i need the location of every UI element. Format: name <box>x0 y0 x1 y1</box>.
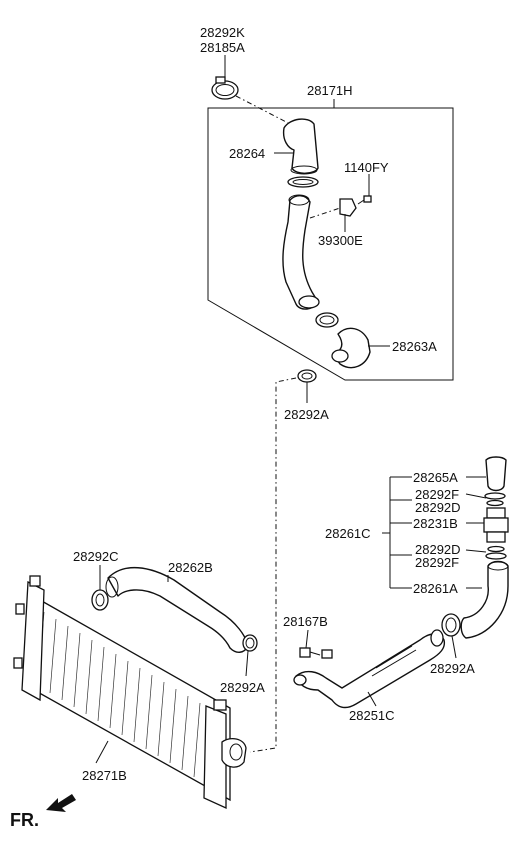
label-28167B: 28167B <box>283 614 328 629</box>
clamp-28263A-upper[interactable] <box>315 312 339 328</box>
hose-28264[interactable] <box>282 118 319 175</box>
label-28262B: 28262B <box>168 560 213 575</box>
hose-28262B[interactable] <box>105 566 249 653</box>
label-28292A-mid: 28292A <box>220 680 265 695</box>
clamp-28292K[interactable] <box>211 76 293 126</box>
clamp-28292F-upper[interactable] <box>484 492 506 500</box>
label-28292A-top: 28292A <box>284 407 329 422</box>
sensor-39300E[interactable] <box>309 198 357 219</box>
label-28251C: 28251C <box>349 708 395 723</box>
ring-28292D-lower[interactable] <box>487 545 505 553</box>
clamp-28292A-mid[interactable] <box>242 634 258 652</box>
intercooler-fins <box>37 611 201 778</box>
front-direction-indicator: FR. <box>10 794 76 830</box>
label-28231B: 28231B <box>413 516 458 531</box>
label-28292K: 28292K <box>200 25 245 40</box>
pipe-28231B[interactable] <box>483 507 509 543</box>
front-arrow-icon <box>46 794 76 812</box>
label-28292F-a: 28292F <box>415 487 459 502</box>
label-28261C: 28261C <box>325 526 371 541</box>
clamp-28292C[interactable] <box>91 589 109 611</box>
front-label: FR. <box>10 810 39 830</box>
clamp-28292F-lower[interactable] <box>485 552 507 560</box>
label-28292C: 28292C <box>73 549 119 564</box>
ring-28292D-upper[interactable] <box>486 499 504 507</box>
clamp-28292A-top[interactable] <box>297 369 317 383</box>
label-28292D-a: 28292D <box>415 500 461 515</box>
hose-28265A[interactable] <box>485 456 507 492</box>
pipe-28251C[interactable] <box>293 629 446 709</box>
clamp-28292A-right[interactable] <box>441 613 461 637</box>
label-28292A-right: 28292A <box>430 661 475 676</box>
label-28271B: 28271B <box>82 768 127 783</box>
label-28171H: 28171H <box>307 83 353 98</box>
label-28292F-b: 28292F <box>415 555 459 570</box>
label-28264: 28264 <box>229 146 265 161</box>
hose-28263A[interactable] <box>331 327 371 369</box>
assembly-frame-28171H <box>207 107 454 381</box>
clamp-28264-lower[interactable] <box>287 176 319 188</box>
intercooler-28271B[interactable] <box>13 575 247 810</box>
bolt-28167B[interactable] <box>299 647 321 658</box>
label-28261A: 28261A <box>413 581 458 596</box>
hose-s-bend[interactable] <box>282 194 320 310</box>
label-28263A: 28263A <box>392 339 437 354</box>
hose-28261A[interactable] <box>460 560 509 639</box>
bolt-1140FY[interactable] <box>357 195 372 205</box>
label-39300E: 39300E <box>318 233 363 248</box>
label-1140FY: 1140FY <box>344 160 389 175</box>
label-28185A: 28185A <box>200 40 245 55</box>
label-28265A: 28265A <box>413 470 458 485</box>
label-28292D-b: 28292D <box>415 542 461 557</box>
